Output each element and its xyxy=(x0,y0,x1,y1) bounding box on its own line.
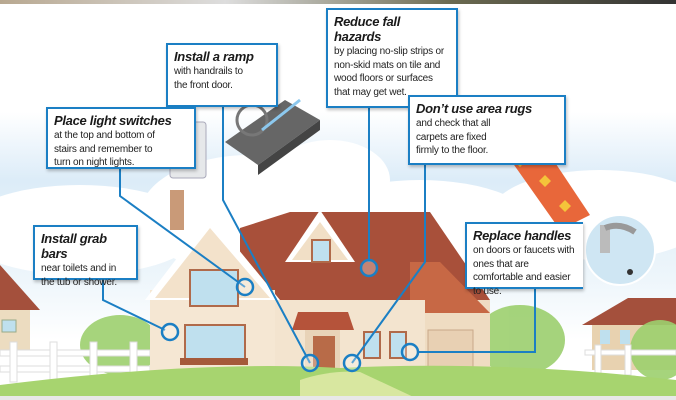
callout-title: Reduce fall hazards xyxy=(334,14,401,44)
callout-body: on doors or faucets with ones that are c… xyxy=(473,245,575,297)
marker-area-rugs xyxy=(342,353,362,373)
callout-title: Place light switches xyxy=(54,113,172,128)
marker-light-switch xyxy=(235,277,255,297)
callout-body: and check that all carpets are fixed fir… xyxy=(416,118,491,156)
callout-light-switches: Place light switches at the top and bott… xyxy=(46,107,196,169)
leader-lines xyxy=(102,106,536,364)
callout-body: near toilets and in the tub or shower. xyxy=(41,263,117,288)
callout-body: at the top and bottom of stairs and reme… xyxy=(54,130,155,168)
callout-grab-bars: Install grab bars near toilets and in th… xyxy=(33,225,138,288)
marker-grab-bars xyxy=(160,322,180,342)
faucet-icon xyxy=(584,214,656,286)
fence xyxy=(0,341,676,383)
callout-install-ramp: Install a ramp with handrails to the fro… xyxy=(166,43,278,107)
marker-ramp xyxy=(300,353,320,373)
left-neighbor-house xyxy=(0,265,40,355)
callout-title: Don’t use area rugs xyxy=(416,101,532,116)
callout-title: Install a ramp xyxy=(174,49,254,64)
callout-title: Install grab bars xyxy=(41,231,107,261)
callout-replace-handles: Replace handles on doors or faucets with… xyxy=(465,222,583,297)
marker-fall-hazards xyxy=(359,258,379,278)
callout-title: Replace handles xyxy=(473,228,572,243)
callout-area-rugs: Don’t use area rugs and check that all c… xyxy=(408,95,566,165)
callout-body: with handrails to the front door. xyxy=(174,66,243,91)
path xyxy=(300,371,420,400)
callout-reduce-fall-hazards: Reduce fall hazards by placing no-slip s… xyxy=(326,8,458,108)
top-photo-strip xyxy=(0,0,676,4)
marker-handles xyxy=(400,342,420,362)
callout-body: by placing no-slip strips or non-skid ma… xyxy=(334,46,445,98)
